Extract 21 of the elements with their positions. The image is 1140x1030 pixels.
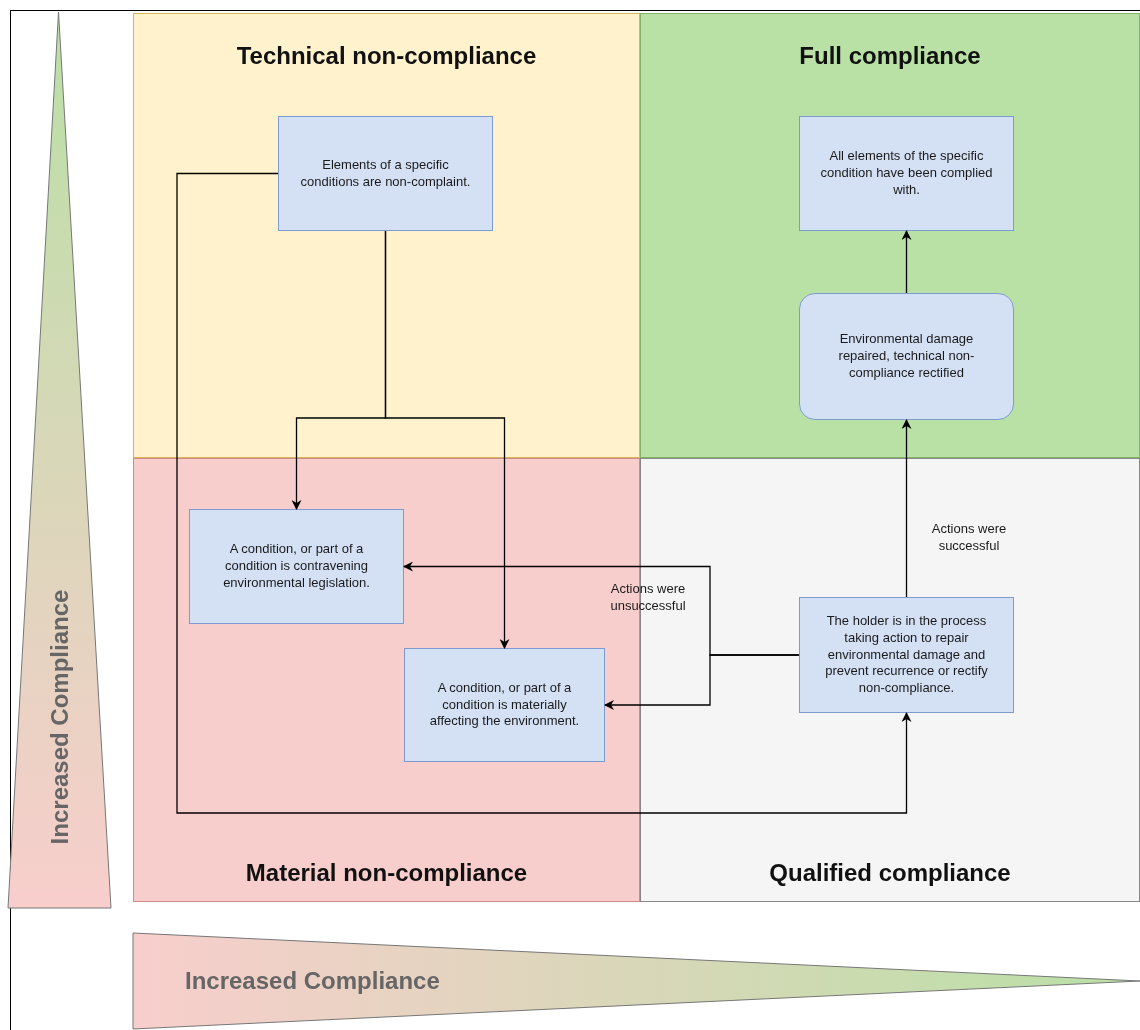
- quadrant-heading: Technical non-compliance: [235, 42, 538, 70]
- triangle-label: Increased Compliance: [45, 589, 74, 845]
- process-box: The holder is in the process taking action to repair environmental damage and prevent recurrence or rectify non-compliance.: [799, 597, 1014, 713]
- connector-arrow: [604, 654, 800, 710]
- quadrant-heading: Qualified compliance: [768, 859, 1012, 887]
- process-box: A condition, or part of a condition is contravening environmental legislation.: [189, 509, 404, 624]
- connector-arrow: [901, 419, 912, 598]
- quadrant-heading: Full compliance: [798, 42, 982, 70]
- connector-arrow: [901, 230, 912, 294]
- quadrant-heading: Material non-compliance: [244, 859, 529, 887]
- process-box: Elements of a specific conditions are non-complaint.: [278, 116, 493, 231]
- rounded-process-box: Environmental damage repaired, technical non-compliance rectified: [799, 293, 1014, 420]
- connector-arrow: [384, 230, 510, 649]
- quadrant-panel: [640, 13, 1140, 458]
- process-box: All elements of the specific condition have been complied with.: [799, 116, 1014, 231]
- triangle-label: Increased Compliance: [185, 967, 440, 995]
- process-box: A condition, or part of a condition is materially affecting the environment.: [404, 648, 605, 762]
- edge-label: Actions were unsuccessful: [609, 581, 687, 615]
- edge-label: Actions were successful: [930, 521, 1008, 555]
- connector-arrow: [176, 172, 912, 814]
- quadrant-panel: [133, 13, 640, 458]
